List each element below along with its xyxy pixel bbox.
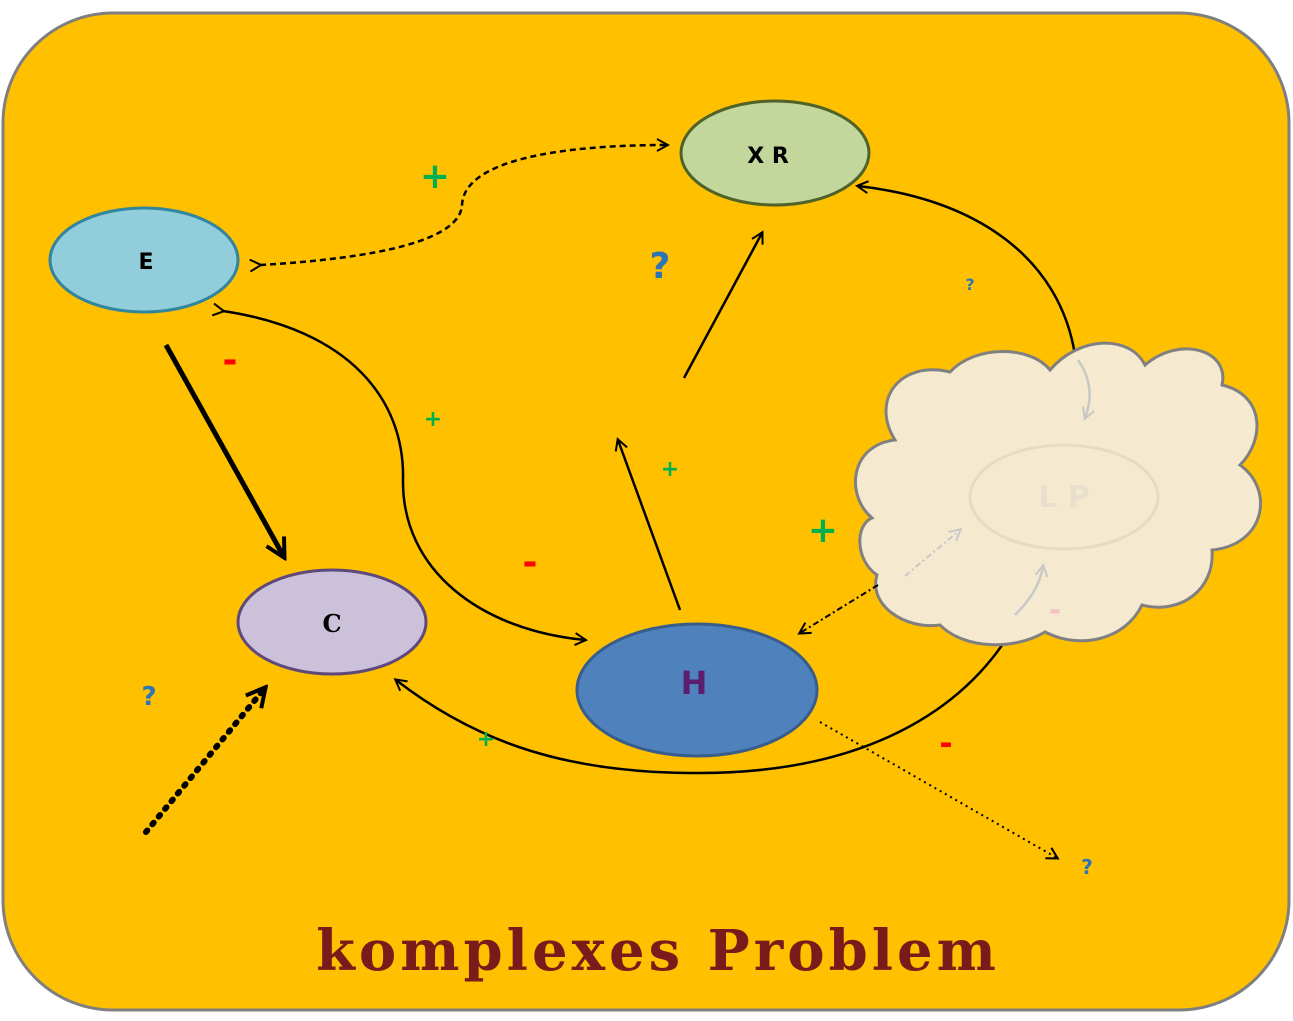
edge-e-h: [223, 311, 585, 640]
node-xr: [679, 99, 871, 207]
sign-minus-lp-small: -: [1049, 593, 1061, 628]
sign-minus-e-h: -: [523, 542, 538, 583]
sign-minus-e-c: -: [223, 340, 238, 381]
sign-question-xr: ?: [650, 246, 671, 287]
edge-cloud-up: [1014, 566, 1043, 616]
label-c: C: [322, 609, 341, 638]
edge-e-xr: [260, 145, 667, 265]
label-h: H: [681, 664, 708, 702]
edge-lp-xr: [858, 186, 1077, 356]
sign-plus-e-h: +: [424, 407, 442, 432]
edge-lp-h: [800, 584, 879, 633]
label-lp: L P: [1038, 480, 1090, 515]
sign-plus-h-up: +: [661, 457, 679, 482]
sign-question-c: ?: [141, 682, 156, 712]
node-lp: [968, 443, 1160, 551]
edge-lp-c: [396, 624, 1017, 775]
edge-external-c: [143, 688, 265, 835]
sign-plus-lp-h: +: [808, 510, 838, 551]
label-xr: X R: [747, 144, 789, 169]
sign-plus-c-h: +: [477, 727, 495, 752]
sign-question-out: ?: [1081, 855, 1093, 879]
node-e: [48, 206, 240, 314]
edge-to-xr: [682, 233, 762, 379]
edge-cloud-lp-segment: [904, 530, 960, 577]
sign-plus-e-xr: +: [420, 156, 450, 197]
sign-question-lp: ?: [965, 275, 974, 294]
label-e: E: [138, 250, 153, 275]
diagram-title: komplexes Problem: [316, 918, 1000, 984]
sign-minus-lp-c: -: [939, 724, 952, 762]
edge-cloud-in: [1076, 359, 1090, 418]
node-h: [575, 622, 819, 758]
node-c: [236, 568, 428, 676]
edge-h-up: [618, 440, 682, 611]
